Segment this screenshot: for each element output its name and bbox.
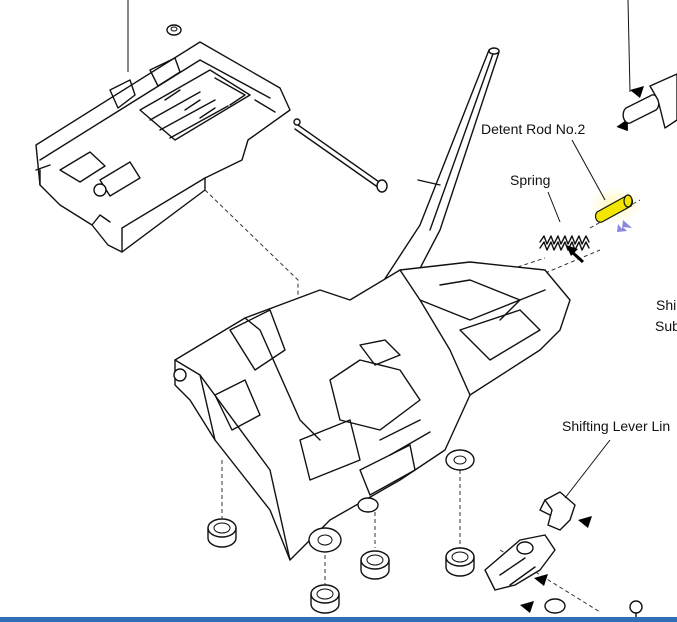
label-partial-sub: Sub (655, 318, 677, 334)
bushing-part-1 (207, 518, 237, 548)
blue-arrow-icon (617, 220, 632, 232)
label-detent-rod: Detent Rod No.2 (481, 121, 586, 137)
bottom-border-bar (0, 617, 677, 622)
leader-line-spring (547, 191, 561, 223)
leader-line-linkage (564, 439, 611, 499)
spring-part (539, 235, 590, 251)
black-arrow-icon (630, 86, 644, 98)
black-arrow-icon (566, 245, 578, 256)
black-arrow-icon (578, 516, 592, 528)
label-shifting-lever-linkage: Shifting Lever Lin (562, 418, 671, 434)
alignment-line-linkage (499, 549, 601, 613)
top-right-partial-part (622, 73, 677, 129)
black-arrow-icon (520, 601, 534, 613)
detent-rod-highlighted (589, 187, 641, 223)
black-arrow-icon (534, 574, 548, 586)
black-arrow-icon (570, 250, 585, 264)
upper-cover-housing (35, 41, 291, 253)
label-partial-shi: Shi (656, 297, 677, 313)
leader-line-detent-rod (571, 139, 606, 201)
bushing-part-4 (310, 584, 340, 614)
bottom-partial-parts (544, 598, 643, 621)
main-base-housing (173, 261, 571, 561)
shifting-lever-linkage-part (484, 491, 576, 591)
bushing-part-2 (360, 550, 390, 580)
pin-rod-part (293, 118, 388, 193)
leader-line-top-right (627, 0, 631, 93)
washer-part (166, 24, 182, 36)
bushing-part-3 (445, 547, 475, 577)
label-spring: Spring (510, 172, 551, 188)
